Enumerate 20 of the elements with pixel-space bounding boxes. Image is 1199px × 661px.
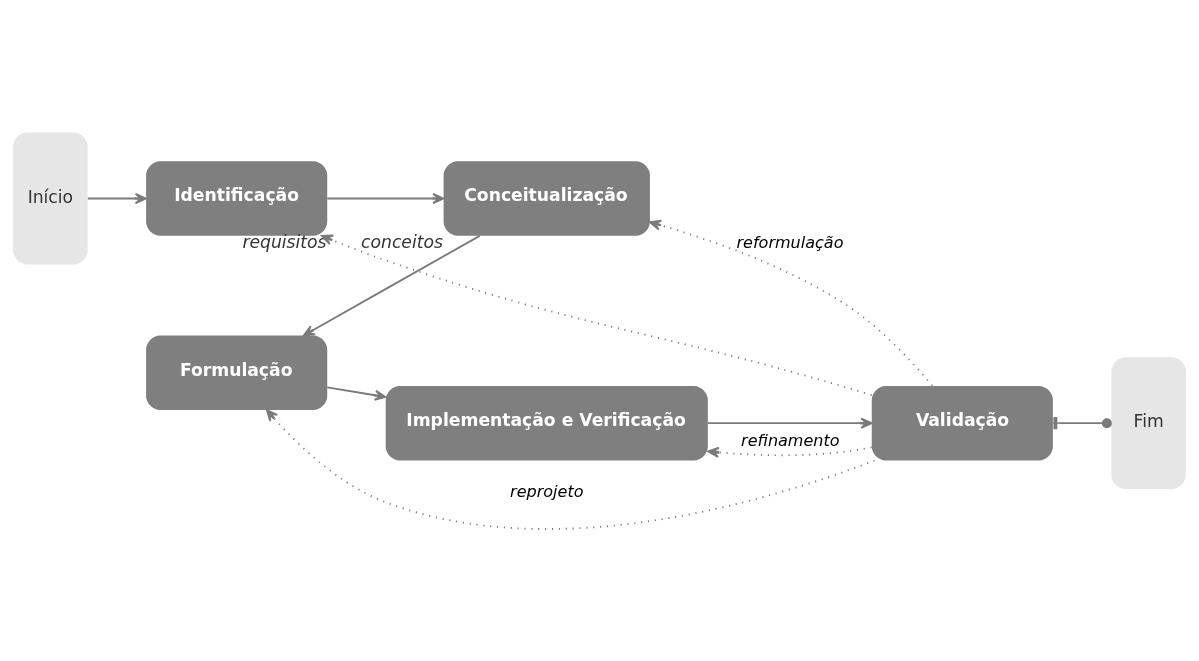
arrow <box>707 417 873 429</box>
arrow <box>86 192 147 204</box>
edge-label: reprojeto <box>510 481 584 501</box>
node-box: Formulação <box>146 335 328 410</box>
arrow <box>302 234 481 336</box>
arrow <box>707 445 873 458</box>
arrow <box>649 219 934 386</box>
node-box: Fim <box>1111 356 1186 489</box>
node-box: Implementação e Verificação <box>385 385 708 460</box>
edge-label: reformulação <box>736 232 844 252</box>
connector <box>1052 416 1112 429</box>
arrow <box>265 408 876 530</box>
node-box: Conceitualização <box>443 160 650 236</box>
node-box: Validação <box>871 385 1053 460</box>
arrow <box>321 234 873 396</box>
node-box: Início <box>13 132 88 264</box>
arrow <box>326 192 445 204</box>
arrow <box>326 386 387 401</box>
edge-label: refinamento <box>741 430 840 450</box>
node-label: conceitos <box>361 231 443 252</box>
